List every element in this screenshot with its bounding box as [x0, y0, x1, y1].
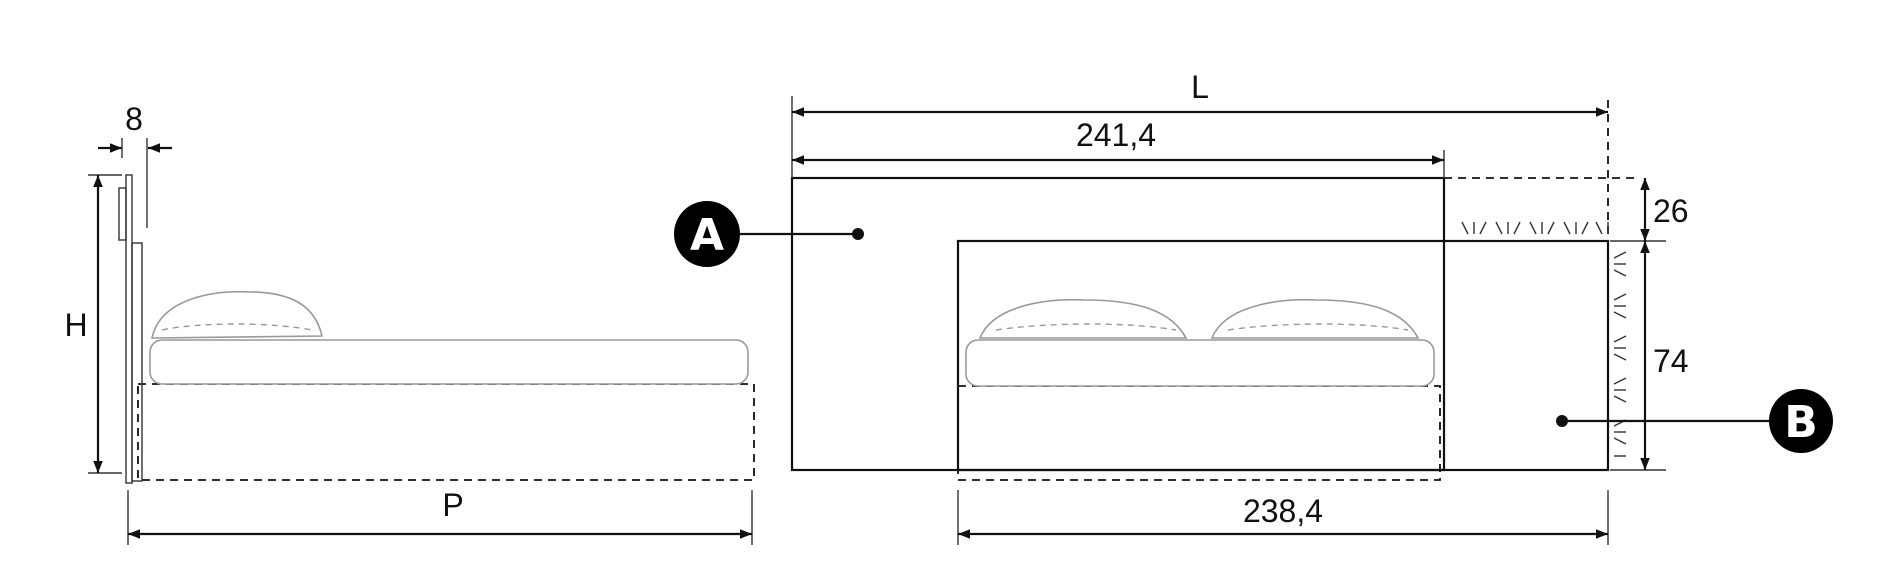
side-headboard-back — [125, 174, 133, 484]
side-mattress — [149, 339, 749, 385]
marker-b: B — [1556, 389, 1833, 453]
side-headboard-front — [131, 242, 143, 482]
dim-height-offset: 26 — [1653, 193, 1689, 229]
dim-headboard-thickness: 8 — [125, 101, 143, 137]
dim-width-a: 241,4 — [1076, 117, 1156, 153]
front-pillow-left — [978, 298, 1188, 339]
marker-a: A — [674, 201, 864, 267]
light-marks-right — [1613, 251, 1627, 457]
dim-width-b: 238,4 — [1243, 493, 1323, 529]
side-headboard-top — [118, 187, 127, 241]
side-bed-base — [137, 383, 755, 481]
dim-length: L — [1191, 69, 1209, 105]
front-mattress — [965, 339, 1435, 387]
svg-text:B: B — [1784, 397, 1818, 448]
side-pillow — [151, 290, 323, 339]
dim-depth: P — [442, 487, 463, 523]
dim-height-b: 74 — [1653, 343, 1689, 379]
front-view: L 241,4 26 74 238,4 A — [674, 69, 1833, 545]
panel-b — [956, 239, 1610, 472]
svg-text:A: A — [690, 210, 724, 261]
light-marks-top — [1461, 221, 1609, 235]
front-bed-base — [957, 385, 1441, 481]
side-view: 8 H P — [64, 101, 755, 545]
front-pillow-right — [1210, 298, 1420, 339]
dim-height: H — [64, 307, 87, 343]
